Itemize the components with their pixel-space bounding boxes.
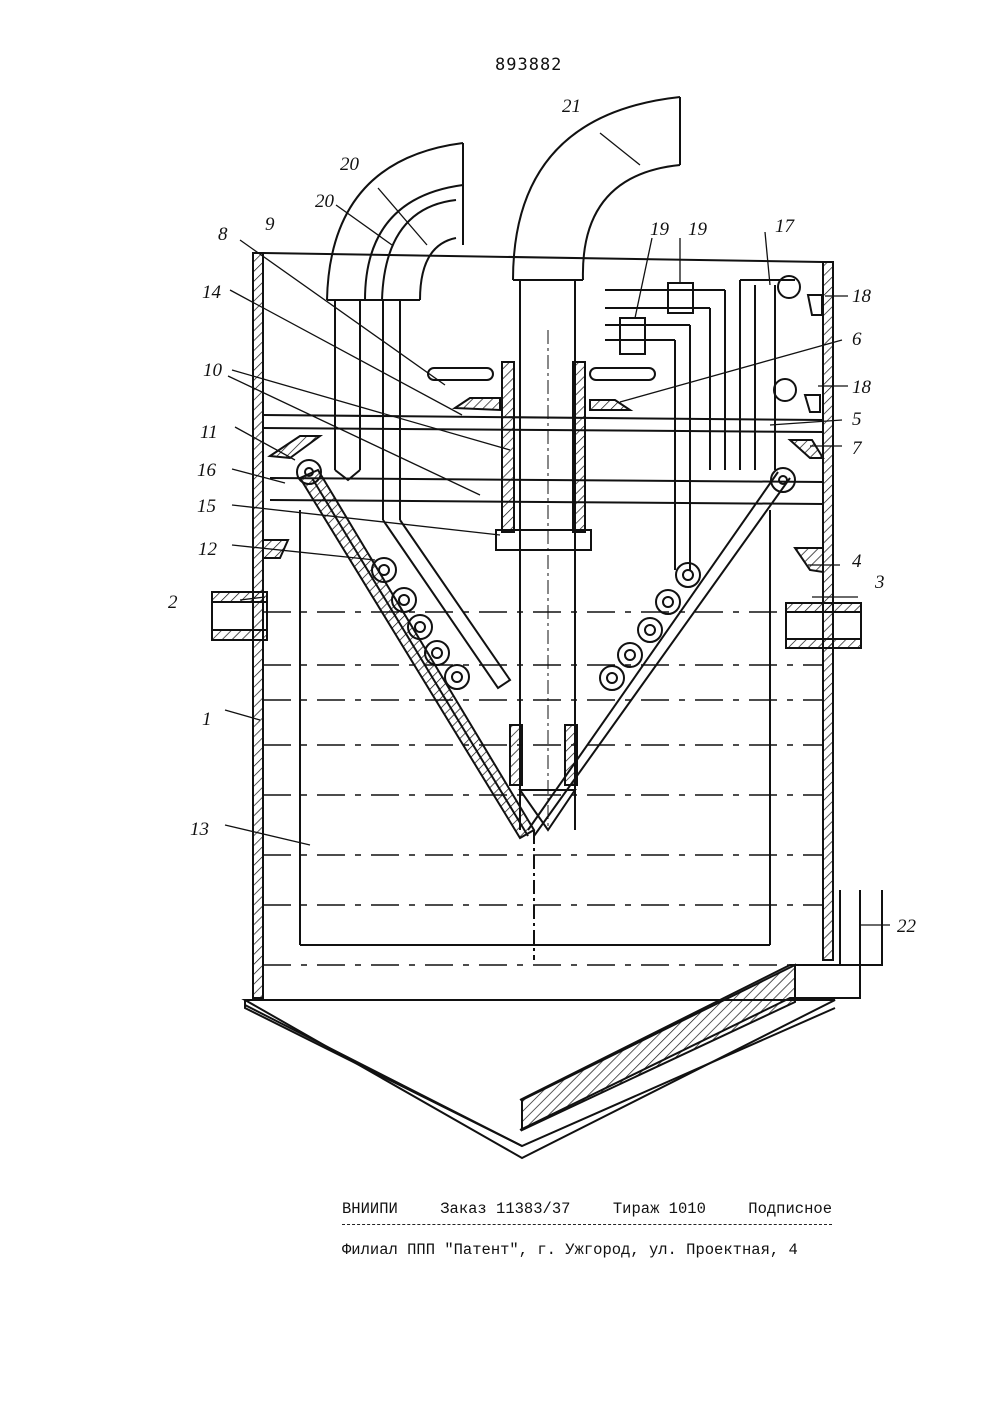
label-16: 16: [197, 460, 217, 481]
label-22: 22: [897, 916, 917, 937]
label-3: 3: [874, 572, 885, 593]
exhaust-elbow: [513, 97, 680, 280]
label-19-right: 19: [688, 219, 708, 240]
label-19-left: 19: [650, 219, 670, 240]
imprint-publication-row: ВНИИПИ Заказ 11383/37 Тираж 1010 Подписн…: [342, 1200, 832, 1225]
central-pipe: [496, 280, 591, 960]
label-11: 11: [200, 422, 218, 443]
label-15: 15: [197, 496, 216, 517]
seal-left: [455, 398, 500, 410]
imprint-circulation: Тираж 1010: [613, 1200, 706, 1218]
label-18-top: 18: [852, 286, 872, 307]
label-6: 6: [852, 329, 862, 350]
liquid-level-lines: [263, 612, 823, 965]
right-ledge: [795, 548, 823, 572]
imprint-order: Заказ 11383/37: [440, 1200, 570, 1218]
label-5: 5: [852, 409, 862, 430]
label-10: 10: [203, 360, 223, 381]
label-20-outer: 20: [340, 154, 360, 175]
imprint-address: Филиал ППП "Патент", г. Ужгород, ул. Про…: [342, 1225, 832, 1259]
imprint-subscription: Подписное: [748, 1200, 832, 1218]
label-21: 21: [562, 96, 581, 117]
label-8: 8: [218, 224, 228, 245]
label-17: 17: [775, 216, 796, 237]
label-13: 13: [190, 819, 209, 840]
label-14: 14: [202, 282, 222, 303]
label-12: 12: [198, 539, 218, 560]
label-9: 9: [265, 214, 275, 235]
label-4: 4: [852, 551, 862, 572]
label-20-inner: 20: [315, 191, 335, 212]
label-7: 7: [852, 438, 863, 459]
imprint-block: ВНИИПИ Заказ 11383/37 Тираж 1010 Подписн…: [342, 1200, 832, 1259]
conical-belt-funnel: [297, 460, 795, 838]
spray-nozzle-left: [428, 368, 493, 380]
plate-lower: [270, 478, 823, 482]
label-1: 1: [202, 709, 212, 730]
label-2: 2: [168, 592, 178, 613]
label-18-bottom: 18: [852, 377, 872, 398]
imprint-publisher: ВНИИПИ: [342, 1200, 398, 1218]
spray-nozzle-right: [590, 368, 655, 380]
